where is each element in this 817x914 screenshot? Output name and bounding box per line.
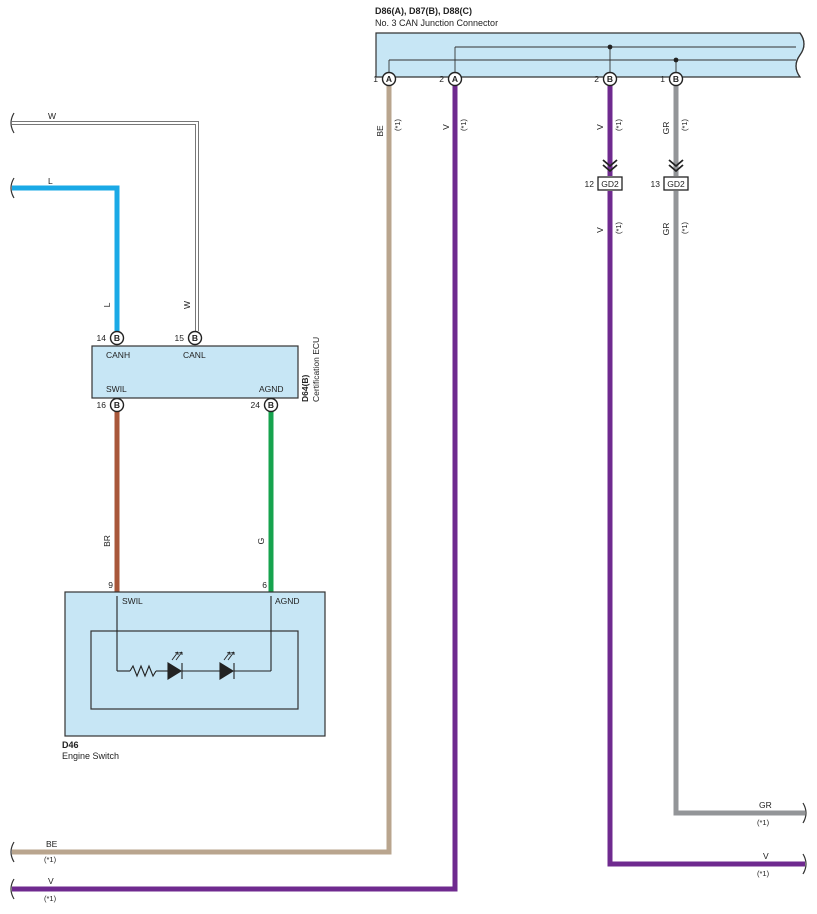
wire-label-be-horizontal: BE (*1) — [44, 839, 58, 864]
svg-text:24: 24 — [251, 400, 261, 410]
wire-label-v-right-horizontal: V (*1) — [757, 851, 770, 878]
svg-text:BE: BE — [375, 125, 385, 137]
svg-text:A: A — [452, 74, 458, 84]
svg-text:GD2: GD2 — [601, 179, 619, 189]
wire-label-g-vertical: G — [256, 538, 266, 545]
svg-text:A: A — [386, 74, 392, 84]
ecu-pin-15: B 15 — [175, 330, 203, 346]
svg-text:(*1): (*1) — [680, 118, 689, 131]
engine-switch-inner-box — [90, 630, 299, 710]
junction-pin-2B: B 2 — [594, 71, 618, 87]
wire-label-v-vertical: V (*1) — [441, 118, 468, 131]
svg-text:B: B — [114, 333, 120, 343]
wire-label-v-below-gd2: V (*1) — [595, 221, 623, 234]
wire-label-gr-below-gd2: GR (*1) — [661, 221, 689, 235]
switch-agnd-label: AGND — [275, 596, 300, 606]
svg-text:(*1): (*1) — [459, 118, 468, 131]
svg-text:2: 2 — [594, 74, 599, 84]
wire-break-marks — [10, 112, 807, 900]
svg-text:(*1): (*1) — [680, 221, 689, 234]
wire-label-v-right-vertical: V (*1) — [595, 118, 623, 131]
junction-pin-2A: A 2 — [439, 71, 463, 87]
svg-text:12: 12 — [585, 179, 595, 189]
wire-label-l-vertical: L — [102, 302, 112, 307]
engine-switch-circuit — [116, 596, 272, 680]
wire-w — [12, 121, 199, 331]
wire-l — [12, 185, 120, 331]
svg-text:2: 2 — [439, 74, 444, 84]
svg-text:(*1): (*1) — [757, 818, 770, 827]
svg-text:B: B — [192, 333, 198, 343]
ecu-code: D64(B) — [300, 374, 310, 402]
ecu-agnd-label: AGND — [259, 384, 284, 394]
svg-text:1: 1 — [373, 74, 378, 84]
svg-text:14: 14 — [97, 333, 107, 343]
switch-pin-9: 9 — [108, 580, 113, 590]
resistor-icon — [129, 664, 157, 678]
svg-text:GR: GR — [661, 122, 671, 135]
engine-switch-code: D46 — [62, 740, 79, 750]
junction-connector-box — [375, 32, 805, 78]
wire-label-v-horizontal: V (*1) — [44, 876, 57, 903]
wire-be — [12, 86, 392, 855]
ecu-name: Certification ECU — [311, 337, 321, 402]
junction-connector-body — [375, 32, 805, 78]
svg-text:V: V — [48, 876, 54, 886]
wire-label-gr-horizontal: GR (*1) — [757, 800, 772, 827]
svg-text:(*1): (*1) — [44, 855, 57, 864]
gd2-connector-13: GD2 13 — [651, 159, 689, 191]
ecu-pin-16: B 16 — [97, 397, 125, 413]
svg-text:V: V — [595, 124, 605, 130]
svg-text:V: V — [763, 851, 769, 861]
svg-text:(*1): (*1) — [614, 221, 623, 234]
svg-text:GR: GR — [661, 223, 671, 236]
svg-text:13: 13 — [651, 179, 661, 189]
svg-text:16: 16 — [97, 400, 107, 410]
switch-swil-label: SWIL — [122, 596, 143, 606]
svg-text:(*1): (*1) — [614, 118, 623, 131]
led-icon — [167, 662, 183, 680]
wire-label-gr-vertical: GR (*1) — [661, 118, 689, 134]
splice-dot — [673, 57, 679, 63]
wire-label-be-vertical: BE (*1) — [375, 118, 402, 136]
svg-text:(*1): (*1) — [757, 869, 770, 878]
svg-text:BE: BE — [46, 839, 58, 849]
svg-text:1: 1 — [660, 74, 665, 84]
wire-gr — [673, 191, 805, 816]
wire-label-l-horizontal: L — [48, 176, 53, 186]
svg-text:(*1): (*1) — [44, 894, 57, 903]
wire-label-w-vertical: W — [182, 301, 192, 309]
engine-switch-box — [64, 591, 326, 737]
engine-switch-name: Engine Switch — [62, 751, 119, 761]
svg-text:B: B — [268, 400, 274, 410]
svg-text:V: V — [441, 124, 451, 130]
svg-text:B: B — [673, 74, 679, 84]
ecu-pin-14: B 14 — [97, 330, 125, 346]
switch-pin-6: 6 — [262, 580, 267, 590]
svg-text:B: B — [607, 74, 613, 84]
wire-v-right — [607, 191, 805, 867]
junction-connector-code: D86(A), D87(B), D88(C) — [375, 6, 472, 16]
junction-pin-1A: A 1 — [373, 71, 397, 87]
ecu-swil-label: SWIL — [106, 384, 127, 394]
svg-text:15: 15 — [175, 333, 185, 343]
ecu-pin-24: B 24 — [251, 397, 279, 413]
svg-text:V: V — [595, 227, 605, 233]
gd2-connector-12: GD2 12 — [585, 159, 623, 191]
wire-label-w-horizontal: W — [48, 111, 56, 121]
splice-dot — [607, 44, 613, 50]
junction-pin-1B: B 1 — [660, 71, 684, 87]
ecu-canl-label: CANL — [183, 350, 206, 360]
svg-text:(*1): (*1) — [393, 118, 402, 131]
wire-v-main — [12, 86, 458, 892]
svg-text:B: B — [114, 400, 120, 410]
svg-text:GR: GR — [759, 800, 772, 810]
junction-connector-name: No. 3 CAN Junction Connector — [375, 18, 498, 28]
svg-text:GD2: GD2 — [667, 179, 685, 189]
certification-ecu-box — [91, 345, 299, 399]
wire-label-br-vertical: BR — [102, 535, 112, 547]
ecu-canh-label: CANH — [106, 350, 130, 360]
led-icon — [219, 662, 235, 680]
